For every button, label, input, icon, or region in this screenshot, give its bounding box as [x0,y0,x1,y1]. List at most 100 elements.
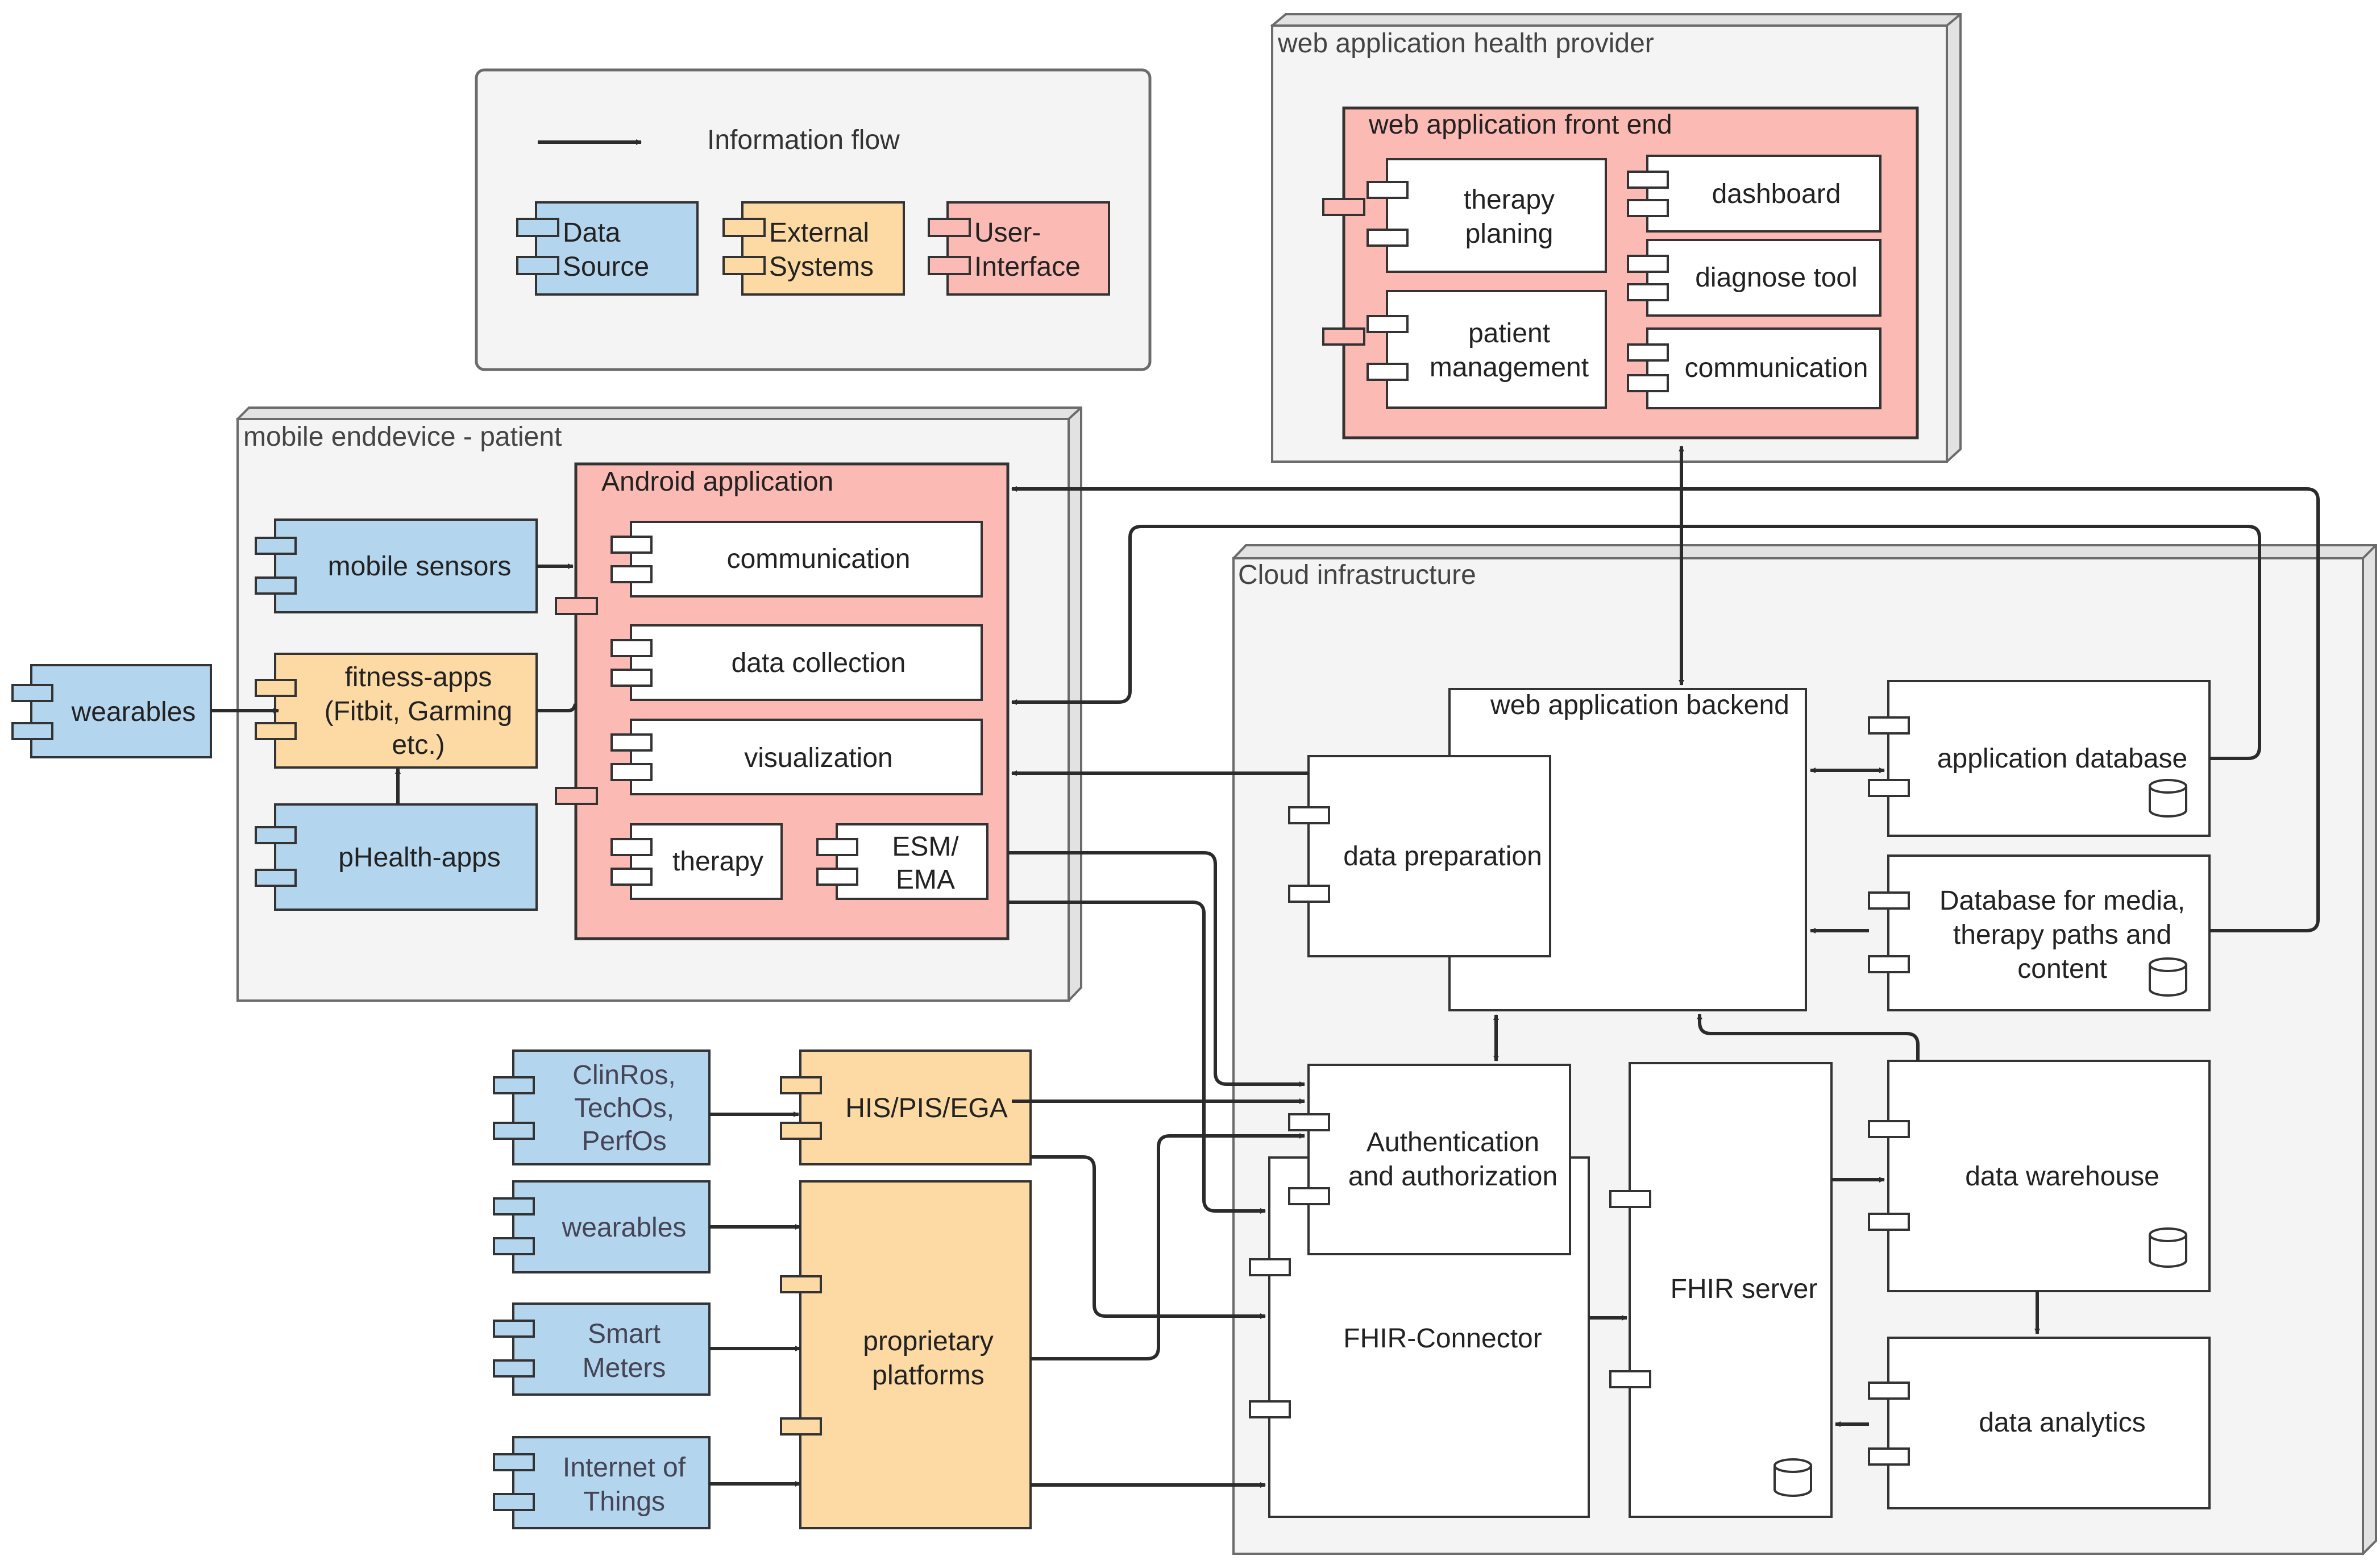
legend-external-line1: External [769,218,869,248]
fitness-apps-label-1: fitness-apps [345,662,492,692]
esm-ema-label-2: EMA [896,865,955,895]
clinros-label-3: PerfOs [581,1126,666,1156]
his-label: HIS/PIS/EGA [845,1093,1007,1123]
patient-management-label-1: patient [1468,318,1550,349]
web-frontend: web application front end therapy planin… [1322,106,1919,439]
application-database-label: application database [1937,744,2187,774]
media-database-label-1: Database for media, [1939,886,2185,916]
web-frontend-title: web application front end [1368,110,1672,140]
flow-arrow [1031,1133,1305,1360]
web-provider-title: web application health provider [1277,28,1654,59]
wearables-source-label: wearables [562,1213,687,1243]
legend-data-source-line1: Data [563,218,621,248]
fhir-server-label: FHIR server [1671,1274,1818,1304]
data-collection-label: data collection [732,648,906,678]
esm-ema-component: ESM/ EMA [816,823,988,900]
legend-ui-line1: User- [974,218,1041,248]
mobile-device-node: mobile enddevice - patient Android appli… [235,406,1082,1002]
esm-ema-label-1: ESM/ [892,832,959,862]
therapy-label: therapy [672,847,763,877]
his-component: HIS/PIS/EGA [780,1049,1032,1165]
frontend-communication-label: communication [1685,353,1868,383]
media-database-label-3: content [2017,954,2107,984]
proprietary-label-2: platforms [872,1360,984,1391]
clinros-label-1: ClinRos, [572,1060,675,1090]
flow-arrow [1031,1155,1266,1319]
phealth-apps-component: pHealth-apps [255,803,538,911]
android-communication-label: communication [727,544,911,574]
flow-arrows [211,446,2320,1488]
therapy-planing-component: therapy planing [1366,158,1607,273]
legend-external-line2: Systems [769,252,874,282]
therapy-component: therapy [610,823,783,900]
flow-arrow [537,703,578,712]
legend: Information flow Data Source External Sy… [475,68,1152,371]
android-app: Android application communication data c… [555,462,1010,940]
data-analytics-component: data analytics [1868,1337,2211,1509]
cloud-node: Cloud infrastructure web application bac… [1232,544,2377,1555]
therapy-planing-label-1: therapy [1464,185,1555,215]
flow-arrow [1008,851,1305,1087]
data-warehouse-component: data warehouse [1868,1060,2211,1292]
flow-arrow [1008,901,1266,1214]
visualization-component: visualization [610,719,983,795]
phealth-apps-label: pHealth-apps [338,843,501,873]
fitness-apps-label-3: etc.) [392,730,445,760]
dashboard-label: dashboard [1712,179,1841,209]
data-warehouse-label: data warehouse [1965,1161,2159,1192]
iot-component: Internet of Things [493,1436,711,1529]
flow-arrow [1697,1014,1920,1061]
dashboard-component: dashboard [1627,155,1881,233]
legend-data-source-line2: Source [563,252,649,282]
media-database-component: Database for media, therapy paths and co… [1868,854,2211,1011]
data-preparation-component: data preparation [1288,755,1551,957]
authentication-label-1: Authentication [1366,1127,1539,1158]
media-database-label-2: therapy paths and [1953,920,2171,950]
database-icon [1773,1458,1812,1497]
iot-label-2: Things [583,1487,665,1517]
smart-meters-label-2: Meters [583,1353,666,1383]
clinros-component: ClinRos, TechOs, PerfOs [493,1049,711,1165]
legend-ui-line2: Interface [974,252,1081,282]
diagnose-tool-component: diagnose tool [1627,239,1881,317]
legend-flow-label: Information flow [707,125,900,155]
therapy-planing-label-2: planing [1465,219,1554,249]
patient-management-label-2: management [1430,352,1589,383]
proprietary-platforms-component: proprietary platforms [780,1180,1032,1529]
database-icon [2149,1227,2187,1268]
android-app-title: Android application [601,467,833,497]
iot-label-1: Internet of [563,1453,686,1483]
wearables-source-component: wearables [493,1180,711,1273]
database-icon [2149,957,2187,997]
data-collection-component: data collection [610,624,983,701]
legend-external-systems: External Systems [722,201,905,296]
fhir-connector-label: FHIR-Connector [1343,1324,1542,1354]
clinros-label-2: TechOs, [574,1093,674,1123]
wearables-mobile-label: wearables [71,697,196,727]
fhir-server-component: FHIR server [1609,1062,1833,1518]
fitness-apps-component: fitness-apps (Fitbit, Garming etc.) [255,653,538,769]
cloud-title: Cloud infrastructure [1238,560,1476,590]
web-provider-node: web application health provider web appl… [1270,13,1962,463]
flow-arrow [1011,525,2261,760]
flow-arrow [1011,486,2320,932]
database-icon [2149,779,2187,818]
android-communication-component: communication [610,521,983,598]
mobile-device-title: mobile enddevice - patient [243,422,562,452]
authentication-label-2: and authorization [1348,1161,1557,1192]
authentication-component: Authentication and authorization [1288,1064,1571,1255]
external-sources: ClinRos, TechOs, PerfOs wearables Smart … [493,1049,1032,1529]
diagnose-tool-label: diagnose tool [1695,263,1858,293]
wearables-mobile-component: wearables [11,664,212,758]
legend-data-source: Data Source [516,201,699,296]
fitness-apps-label-2: (Fitbit, Garming [325,696,513,727]
frontend-communication-component: communication [1627,327,1881,409]
visualization-label: visualization [744,743,892,773]
data-preparation-label: data preparation [1343,841,1542,872]
data-analytics-label: data analytics [1979,1408,2146,1438]
mobile-sensors-component: mobile sensors [255,518,538,613]
mobile-sensors-label: mobile sensors [328,551,512,582]
application-database-component: application database [1868,680,2211,837]
smart-meters-component: Smart Meters [493,1302,711,1396]
